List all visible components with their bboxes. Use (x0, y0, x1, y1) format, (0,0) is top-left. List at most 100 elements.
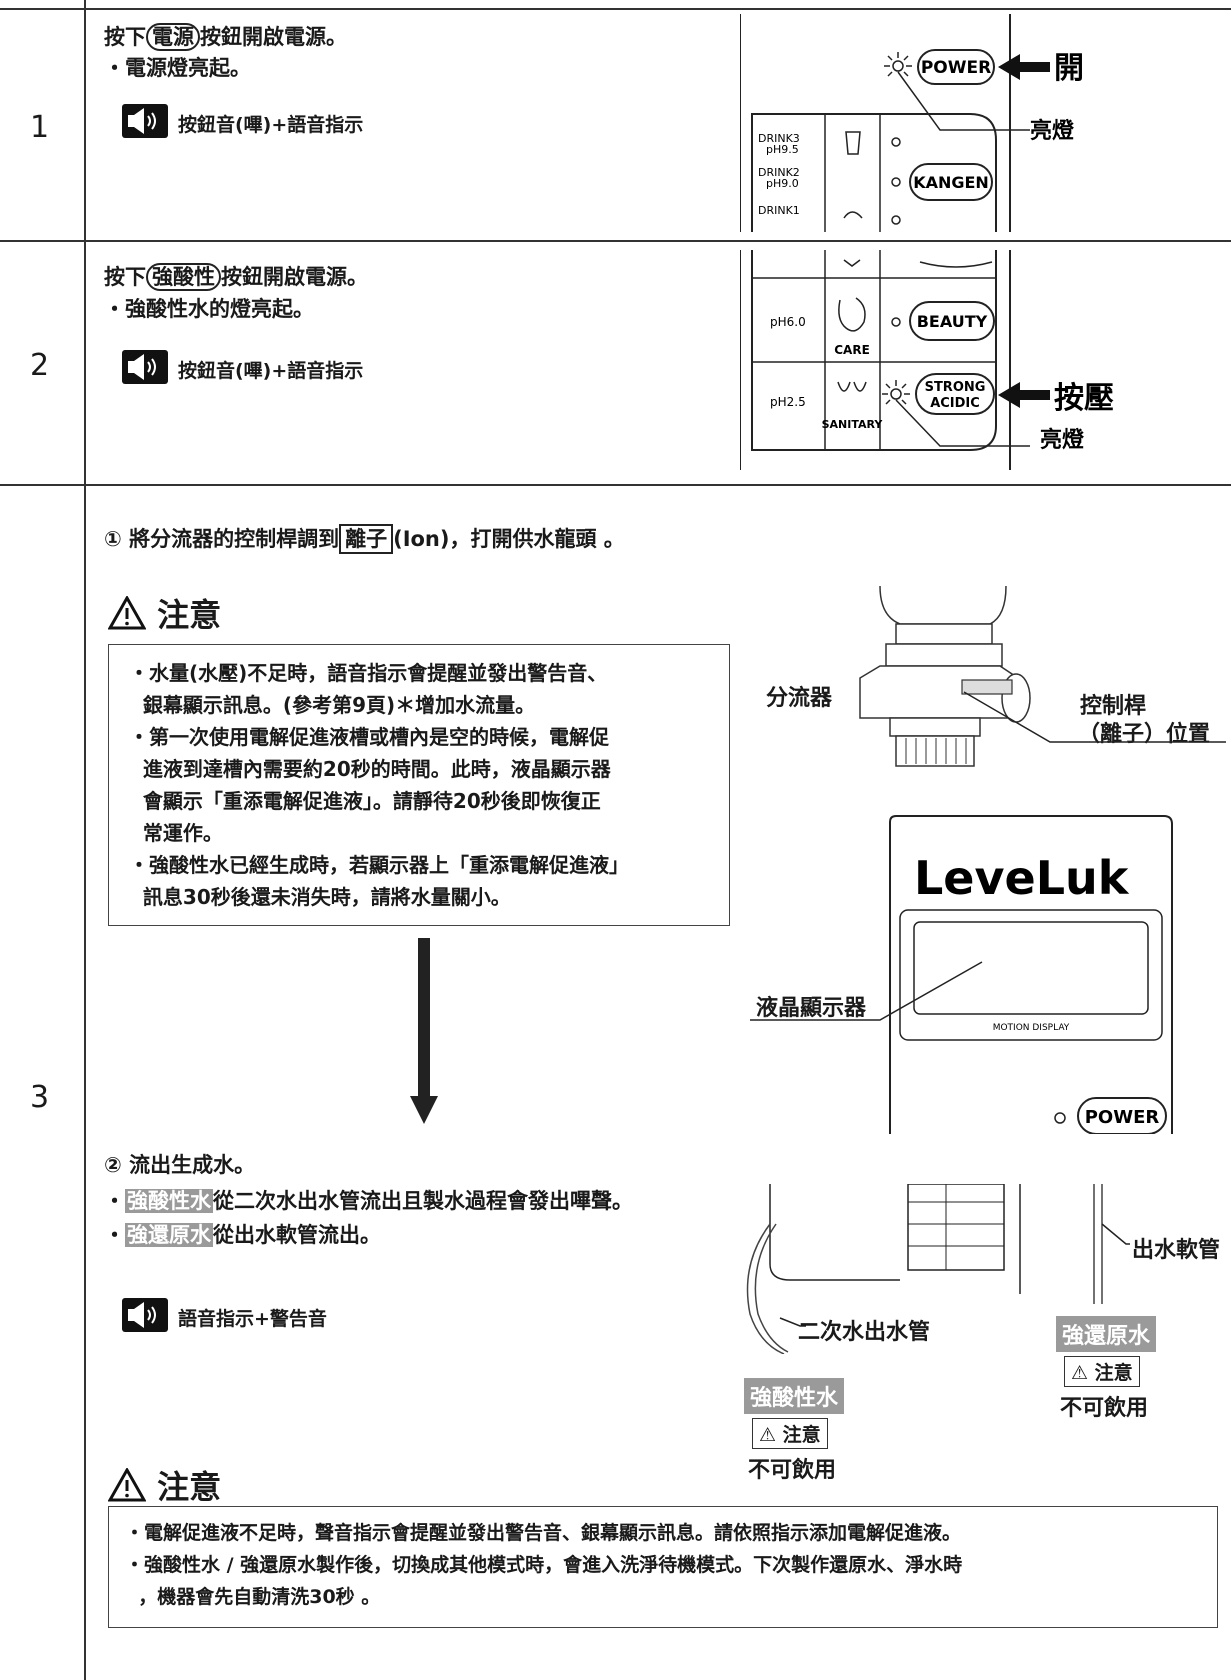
cup-icon (845, 131, 861, 155)
step2-panel-figure: pH6.0 CARE BEAUTY pH2.5 SANITARY STRONG … (740, 250, 1114, 470)
caution-line: ・電解促進液不足時，聲音指示會提醒並發出警告音、銀幕顯示訊息。請依照指示添加電解… (125, 1522, 962, 1544)
caution-line: 訊息30秒後還未消失時，請將水量關小。 (129, 885, 511, 909)
down-arrow-icon (410, 938, 438, 1124)
button-edge (919, 261, 993, 268)
beauty-button-label: BEAUTY (917, 312, 988, 331)
step1-sound-text: 按鈕音(嗶)+語音指示 (178, 114, 364, 136)
outflow-figure (746, 1184, 1130, 1354)
column-divider (84, 0, 86, 1680)
beauty-button[interactable] (909, 301, 995, 341)
kangen-button[interactable] (909, 163, 993, 201)
caution-line: ・強酸性水 / 強還原水製作後，切換成其他模式時，會進入洗淨待機模式。下次製作還… (125, 1554, 963, 1576)
indicator-light (1054, 1112, 1066, 1124)
power-light-icon (884, 52, 912, 77)
speaker-icon (122, 1298, 168, 1332)
step3-sub2: ② 流出生成水。 (104, 1153, 256, 1177)
bullet: ・ (104, 1223, 125, 1247)
light-label: 亮燈 (1040, 427, 1085, 453)
diverter-label: 分流器 (766, 686, 833, 711)
caution-line: ・強酸性水已經生成時，若顯示器上「重添電解促進液」 (129, 853, 629, 877)
drink2-label: DRINK2 (758, 166, 800, 179)
light-label: 亮燈 (1030, 118, 1075, 144)
strong-acidic-button[interactable] (915, 373, 995, 415)
step2-sound-text: 按鈕音(嗶)+語音指示 (178, 360, 364, 382)
leader-line (895, 399, 1030, 447)
step3-sound-text: 語音指示+警告音 (178, 1308, 327, 1330)
drink2-ph: pH9.0 (766, 177, 799, 190)
acid-light-icon (882, 380, 910, 405)
lcd-leader-line (750, 961, 983, 1021)
warning-icon (107, 1466, 147, 1502)
caution-box-2: ・電解促進液不足時，聲音指示會提醒並發出警告音、銀幕顯示訊息。請依照指示添加電解… (108, 1506, 1218, 1628)
leader-line (897, 71, 1030, 131)
strong-reduced-highlight: 強還原水 (125, 1223, 213, 1247)
acidic-label: ACIDIC (930, 396, 980, 411)
drink3-ph: pH9.5 (766, 143, 799, 156)
step1-instruction: 按下電源按鈕開啟電源。 (104, 22, 347, 53)
strong-acid-highlight: 強酸性水 (125, 1189, 213, 1213)
row-divider-2 (0, 484, 1231, 486)
indicator-light (891, 137, 901, 147)
strong-reduced-tag: 強還原水 (1056, 1316, 1157, 1352)
top-border (0, 8, 1231, 10)
caution-line: 會顯示「重添電解促進液」。請靜待20秒後即恢復正 (129, 789, 601, 813)
step3-sub2-line1: ・強酸性水從二次水出水管流出且製水過程會發出嗶聲。 (104, 1186, 633, 1217)
warning-icon: ⚠ (1071, 1362, 1089, 1384)
sub2-line2-text: 從出水軟管流出。 (213, 1223, 381, 1247)
caution-line: ・水量(水壓)不足時，語音指示會提醒並發出警告音、 (129, 661, 608, 685)
bullet: ・ (104, 1189, 125, 1213)
indicator-light (891, 215, 901, 225)
chevron-down-icon (843, 259, 861, 267)
sanitary-label: SANITARY (822, 418, 884, 431)
step-number-2: 2 (30, 348, 50, 383)
strong-label: STRONG (925, 380, 986, 395)
press-label: 按壓 (1054, 381, 1114, 416)
step1-note: ・電源燈亮起。 (104, 56, 251, 80)
warning-icon: ⚠ (759, 1424, 777, 1446)
warning-icon (107, 594, 147, 630)
secondary-pipe (746, 1223, 785, 1354)
caution-box-1: ・水量(水壓)不足時，語音指示會提醒並發出警告音、 銀幕顯示訊息。(參考第9頁)… (108, 644, 730, 926)
sub2-line1-text: 從二次水出水管流出且製水過程會發出嗶聲。 (213, 1189, 633, 1213)
power-button[interactable] (1077, 1097, 1167, 1134)
motion-display-label: MOTION DISPLAY (993, 1023, 1070, 1033)
caution-line: ・第一次使用電解促進液槽或槽內是空的時候，電解促 (129, 725, 609, 749)
sub1-text-post: (Ion)，打開供水龍頭 。 (393, 527, 625, 551)
device-front-figure: LeveLuk MOTION DISPLAY POWER (889, 815, 1173, 1134)
strong-acid-tag: 強酸性水 (744, 1378, 845, 1414)
arrow-icon (998, 382, 1050, 408)
power-button-label: POWER (921, 58, 991, 78)
caution-list: ・水量(水壓)不足時，語音指示會提醒並發出警告音、 銀幕顯示訊息。(參考第9頁)… (129, 657, 629, 913)
power-button-label: POWER (1085, 1107, 1160, 1128)
open-label: 開 (1054, 51, 1084, 86)
caution-title: 注意 (157, 596, 222, 634)
step2-text-pre: 按下 (104, 265, 146, 289)
step-number-3: 3 (30, 1080, 50, 1115)
sub1-text-pre: ① 將分流器的控制桿調到 (104, 527, 340, 551)
caution-line: 進液到達槽內需要約20秒的時間。此時，液晶顯示器 (129, 757, 611, 781)
outlet-hose-label: 出水軟管 (1132, 1238, 1221, 1263)
arrow-icon (998, 54, 1050, 80)
button-panel (751, 113, 997, 232)
step1-text-pre: 按下 (104, 25, 146, 49)
indicator-light (891, 317, 901, 327)
step-number-1: 1 (30, 110, 50, 145)
lcd-screen (913, 921, 1149, 1015)
caution-heading-2: 注意 (107, 1462, 221, 1508)
lcd-label: 液晶顯示器 (756, 996, 867, 1021)
power-button[interactable] (917, 49, 995, 85)
drink3-label: DRINK3 (758, 132, 800, 145)
ph60-label: pH6.0 (770, 315, 806, 329)
no-drink-reduced: 不可飲用 (1060, 1396, 1149, 1421)
control-lever[interactable] (961, 679, 1013, 695)
caution-list: ・電解促進液不足時，聲音指示會提醒並發出警告音、銀幕顯示訊息。請依照指示添加電解… (125, 1517, 962, 1613)
secondary-pipe-label: 二次水出水管 (798, 1320, 931, 1345)
glass-icon (843, 211, 863, 219)
caution-line: ，機器會先自動清洗30秒 。 (125, 1586, 381, 1608)
strong-acid-key-label: 強酸性 (146, 263, 221, 291)
row-divider-1 (0, 240, 1231, 242)
diverter-figure (859, 586, 1031, 767)
drink1-label: DRINK1 (758, 204, 800, 217)
caution-line: 常運作。 (129, 821, 223, 845)
no-drink-acid: 不可飲用 (748, 1458, 837, 1483)
